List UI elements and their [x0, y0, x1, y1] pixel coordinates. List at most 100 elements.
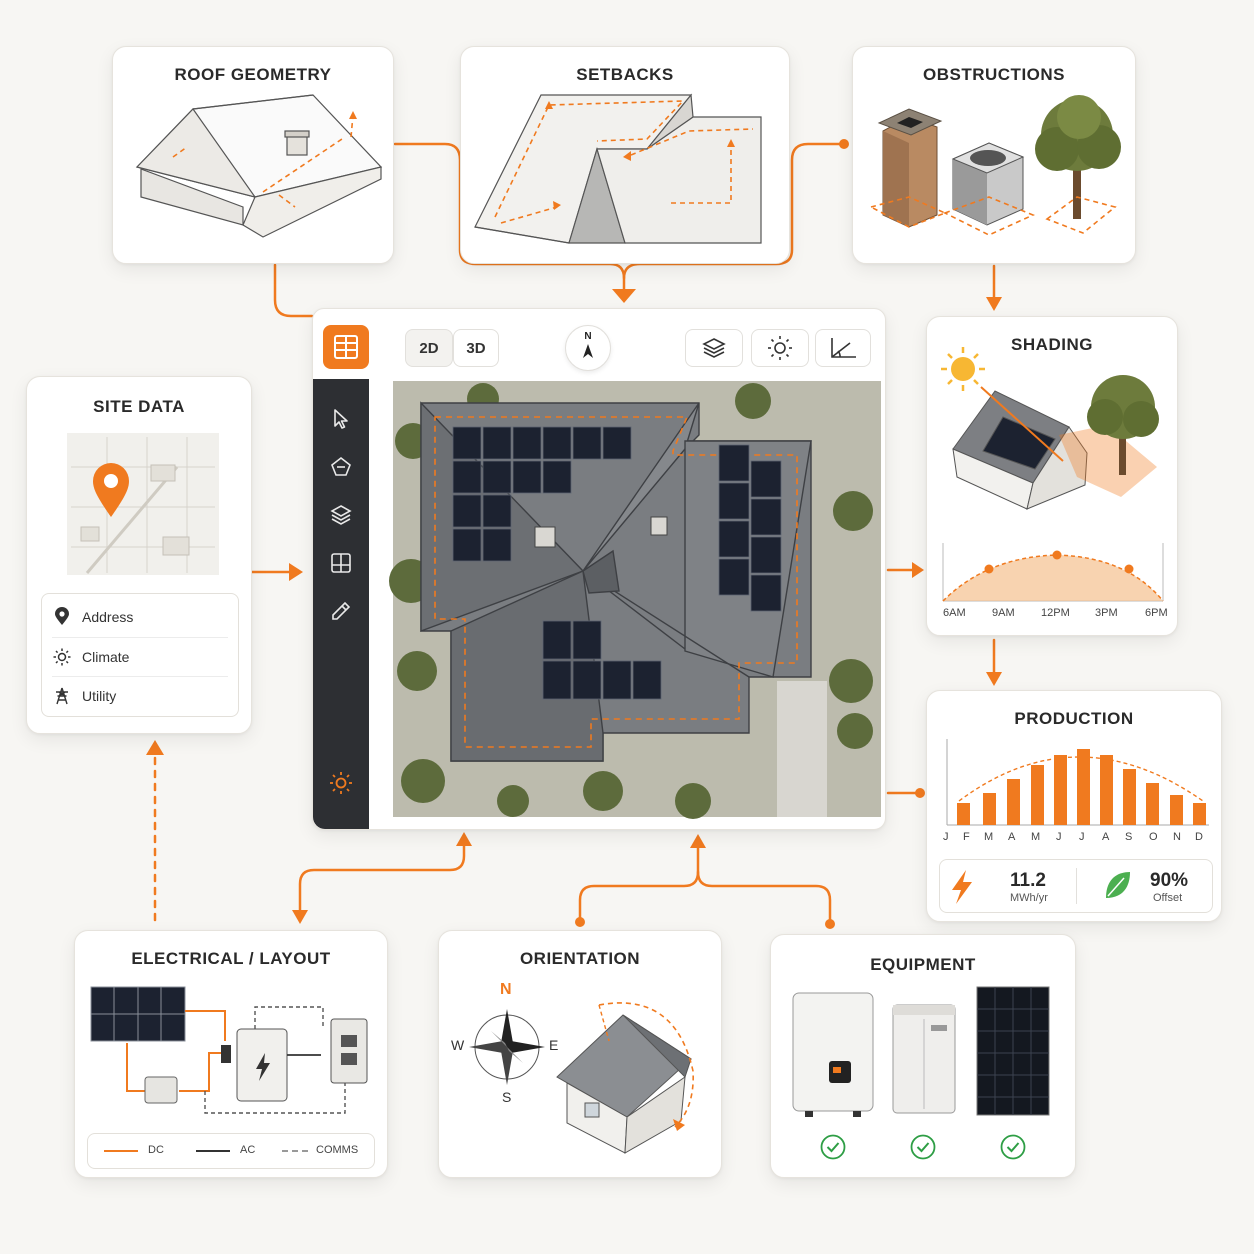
electrical-legend: DC AC COMMS [87, 1133, 375, 1169]
compass-west-label: W [451, 1037, 465, 1053]
obstructions-title: OBSTRUCTIONS [923, 65, 1065, 84]
ac-unit-icon [951, 142, 1025, 226]
battery-icon [892, 1004, 956, 1114]
sun-icon [768, 336, 792, 360]
app-logo-button[interactable] [323, 325, 369, 369]
setbacks-card[interactable]: SETBACKS [460, 46, 790, 264]
check-icon [820, 1134, 846, 1160]
select-icon[interactable] [329, 407, 353, 431]
stat-divider [1076, 868, 1077, 904]
location-pin-icon [52, 607, 72, 627]
production-stats: 11.2 MWh/yr 90% Offset [939, 859, 1213, 913]
roof-face-icon[interactable] [329, 455, 353, 479]
layers-icon [702, 338, 726, 358]
legend-dc-label: DC [148, 1144, 164, 1156]
orientation-house-illustration [556, 1002, 694, 1154]
site-data-card[interactable]: SITE DATA Address Climate [26, 376, 252, 734]
production-title: PRODUCTION [1014, 709, 1134, 728]
layers-button[interactable] [685, 329, 743, 367]
compass-north-label: N [500, 981, 512, 998]
check-icon [910, 1134, 936, 1160]
month-label: S [1125, 831, 1133, 843]
sun-icon[interactable] [329, 771, 353, 795]
panel-array-3 [542, 620, 662, 700]
time-label: 6PM [1145, 607, 1168, 619]
legend-ac-label: AC [240, 1144, 256, 1156]
leaf-icon [1106, 872, 1130, 898]
production-bar-chart [946, 739, 1209, 826]
setbacks-illustration [474, 93, 762, 244]
site-item-label: Address [82, 609, 134, 625]
site-data-list: Address Climate Utility [41, 593, 239, 717]
sun-settings-button[interactable] [751, 329, 809, 367]
inverter-icon [236, 1028, 288, 1102]
view-3d-button[interactable]: 3D [453, 329, 499, 367]
meter-icon [330, 1018, 368, 1084]
inverter-icon [792, 992, 874, 1117]
sun-icon [941, 347, 985, 391]
roof-plan-canvas[interactable] [389, 381, 881, 819]
power-tower-icon [52, 686, 72, 706]
tool-sidebar [313, 379, 369, 829]
panel-layout-icon[interactable] [329, 551, 353, 575]
site-data-title: SITE DATA [93, 397, 185, 416]
obstructions-card[interactable]: OBSTRUCTIONS [852, 46, 1136, 264]
month-label: A [1102, 831, 1110, 843]
view-2d-button[interactable]: 2D [405, 329, 453, 367]
month-label: M [1031, 831, 1041, 843]
legend-comms-label: COMMS [316, 1144, 359, 1156]
compass-rose-icon [469, 1009, 545, 1085]
solar-panel-icon [976, 986, 1050, 1116]
solar-panel-icon [90, 986, 186, 1042]
offset-unit: Offset [1153, 892, 1183, 904]
electrical-layout-card[interactable]: ELECTRICAL / LAYOUT [74, 930, 388, 1178]
month-label: J [1056, 831, 1062, 843]
location-pin-icon [93, 463, 129, 517]
shading-card[interactable]: SHADING 6AM 9AM 12PM 3PM [926, 316, 1178, 636]
compass-east-label: E [549, 1037, 559, 1053]
obstructions-illustration [868, 95, 1121, 236]
site-item-label: Utility [82, 688, 117, 704]
month-label: N [1173, 831, 1181, 843]
site-item-label: Climate [82, 649, 130, 665]
north-compass-button[interactable]: N [565, 325, 611, 371]
site-item-climate[interactable]: Climate [52, 637, 228, 676]
time-label: 6AM [943, 607, 966, 619]
ruler-pencil-icon[interactable] [329, 599, 353, 623]
equipment-illustration [792, 986, 1050, 1117]
roof-geometry-title: ROOF GEOMETRY [174, 65, 332, 84]
shading-illustration [941, 347, 1159, 510]
site-item-address[interactable]: Address [52, 598, 228, 636]
roof-geometry-card[interactable]: ROOF GEOMETRY [112, 46, 394, 264]
shading-title: SHADING [1011, 335, 1093, 354]
legend-comms-line [282, 1150, 308, 1152]
month-label: J [943, 831, 949, 843]
design-app-window[interactable]: 2D 3D N [312, 308, 886, 830]
north-arrow-icon [583, 344, 593, 358]
check-icon [1000, 1134, 1026, 1160]
layers-icon[interactable] [329, 503, 353, 527]
month-label: D [1195, 831, 1203, 843]
orientation-card[interactable]: ORIENTATION N W E S [438, 930, 722, 1178]
site-map-illustration [67, 433, 219, 575]
electrical-layout-title: ELECTRICAL / LAYOUT [131, 949, 331, 968]
panel-array-2 [718, 444, 782, 612]
measure-button[interactable] [815, 329, 871, 367]
time-label: 9AM [992, 607, 1015, 619]
month-label: O [1149, 831, 1158, 843]
panel-grid-icon [334, 335, 358, 359]
equipment-card[interactable]: EQUIPMENT [770, 934, 1076, 1178]
month-label: F [963, 831, 970, 843]
legend-ac-line [196, 1150, 230, 1152]
site-item-utility[interactable]: Utility [52, 676, 228, 715]
panel-array-1 [452, 426, 632, 562]
compass-south-label: S [502, 1089, 512, 1105]
orientation-title: ORIENTATION [519, 949, 641, 968]
setbacks-title: SETBACKS [576, 65, 674, 84]
equipment-title: EQUIPMENT [870, 955, 976, 974]
sun-icon [52, 647, 72, 667]
production-card[interactable]: PRODUCTION J F M A M J J A S O N D 11.2 … [926, 690, 1222, 922]
measure-angle-icon [831, 338, 856, 358]
tree-icon [1035, 95, 1121, 219]
